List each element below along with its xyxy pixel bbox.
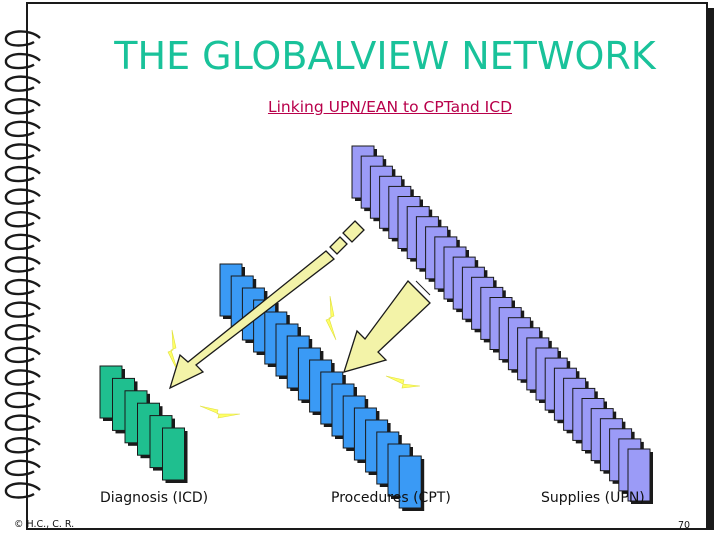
spiral-ring xyxy=(4,233,41,251)
arrow-dash xyxy=(342,220,365,243)
spiral-ring xyxy=(4,482,41,499)
spiral-ring xyxy=(4,211,41,228)
spiral-ring xyxy=(4,459,41,477)
spiral-ring xyxy=(4,369,41,386)
arrow-body xyxy=(168,250,335,390)
card xyxy=(162,427,185,481)
copyright-text: © H.C., C. R. xyxy=(14,519,75,530)
diagnosis-label: Diagnosis (ICD) xyxy=(100,490,209,506)
card xyxy=(398,455,422,509)
upn-to-cpt-arrow xyxy=(343,280,431,373)
upn-to-icd-arrow xyxy=(168,220,365,390)
diagnosis-icd-stack xyxy=(99,365,188,483)
card xyxy=(627,448,651,502)
page-number: 70 xyxy=(678,520,691,531)
spiral-ring xyxy=(4,256,41,273)
spiral-ring xyxy=(4,75,41,92)
spiral-ring xyxy=(4,301,41,318)
spiral-binding xyxy=(4,30,41,499)
spiral-ring xyxy=(4,120,41,138)
lightning-icon xyxy=(385,375,421,389)
spiral-ring xyxy=(4,165,41,183)
supplies-label: Supplies (UPN) xyxy=(541,490,645,506)
spiral-ring xyxy=(4,30,41,47)
lightning-icons xyxy=(167,295,421,419)
lightning-icon xyxy=(325,295,337,341)
procedures-label: Procedures (CPT) xyxy=(331,490,451,506)
supplies-upn-stack xyxy=(351,145,653,504)
procedures-cpt-stack xyxy=(219,263,425,511)
spiral-ring xyxy=(4,414,41,431)
spiral-ring xyxy=(4,391,41,409)
slide-title: THE GLOBALVIEW NETWORK xyxy=(114,34,656,78)
spiral-ring xyxy=(4,52,41,70)
arrow-dash xyxy=(329,236,348,255)
spiral-ring xyxy=(4,143,41,160)
spiral-ring xyxy=(4,324,41,341)
lightning-icon xyxy=(199,405,241,419)
slide-subtitle: Linking UPN/EAN to CPTand ICD xyxy=(267,98,513,116)
spiral-ring xyxy=(4,437,41,454)
spiral-ring xyxy=(4,346,41,364)
spiral-ring xyxy=(4,188,41,205)
spiral-ring xyxy=(4,278,41,296)
spiral-ring xyxy=(4,98,41,115)
arrow-body xyxy=(343,280,431,373)
